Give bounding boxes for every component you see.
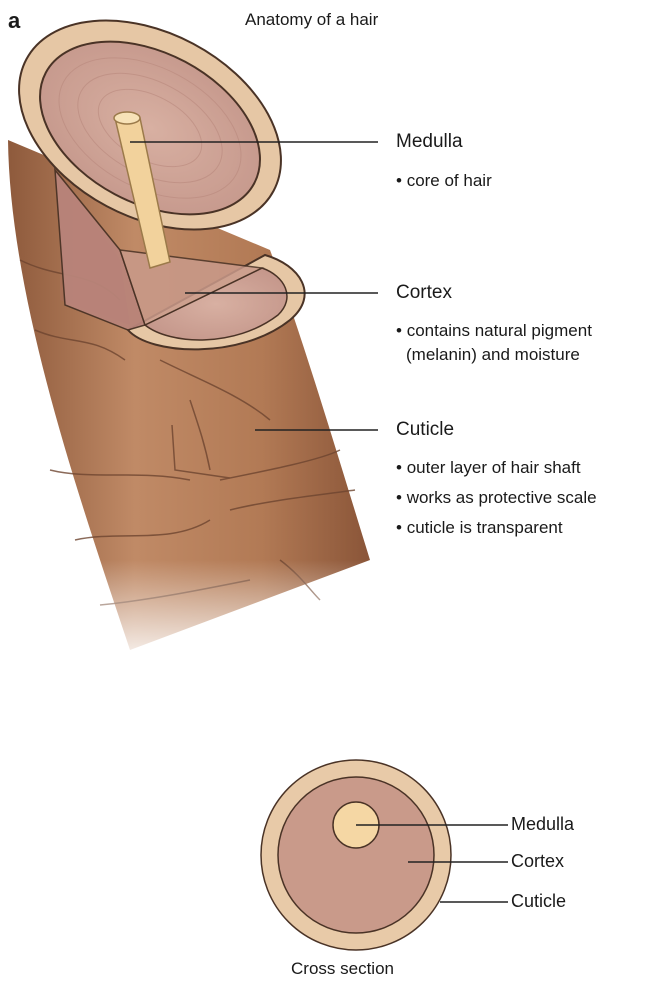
cross-section-caption: Cross section: [291, 959, 394, 979]
cortex-label: Cortex: [396, 282, 452, 304]
cuticle-bullets: • outer layer of hair shaft • works as p…: [396, 456, 597, 540]
medulla-bullets: • core of hair: [396, 169, 492, 193]
medulla-label: Medulla: [396, 131, 463, 153]
cuticle-bullet-1: • outer layer of hair shaft: [396, 456, 597, 480]
cross-section-cortex: [278, 777, 434, 933]
cs-medulla-label: Medulla: [511, 814, 574, 835]
cross-section-diagram: [261, 760, 508, 950]
medulla-bullet-1: • core of hair: [396, 169, 492, 193]
cs-cuticle-label: Cuticle: [511, 891, 566, 912]
cortex-bullet-1-cont: (melanin) and moisture: [396, 343, 592, 367]
cs-cortex-label: Cortex: [511, 851, 564, 872]
cortex-bullet-1: • contains natural pigment: [396, 319, 592, 343]
cuticle-bullet-3: • cuticle is transparent: [396, 516, 597, 540]
cuticle-label: Cuticle: [396, 419, 454, 441]
cuticle-bullet-2: • works as protective scale: [396, 486, 597, 510]
cortex-bullets: • contains natural pigment (melanin) and…: [396, 319, 592, 367]
